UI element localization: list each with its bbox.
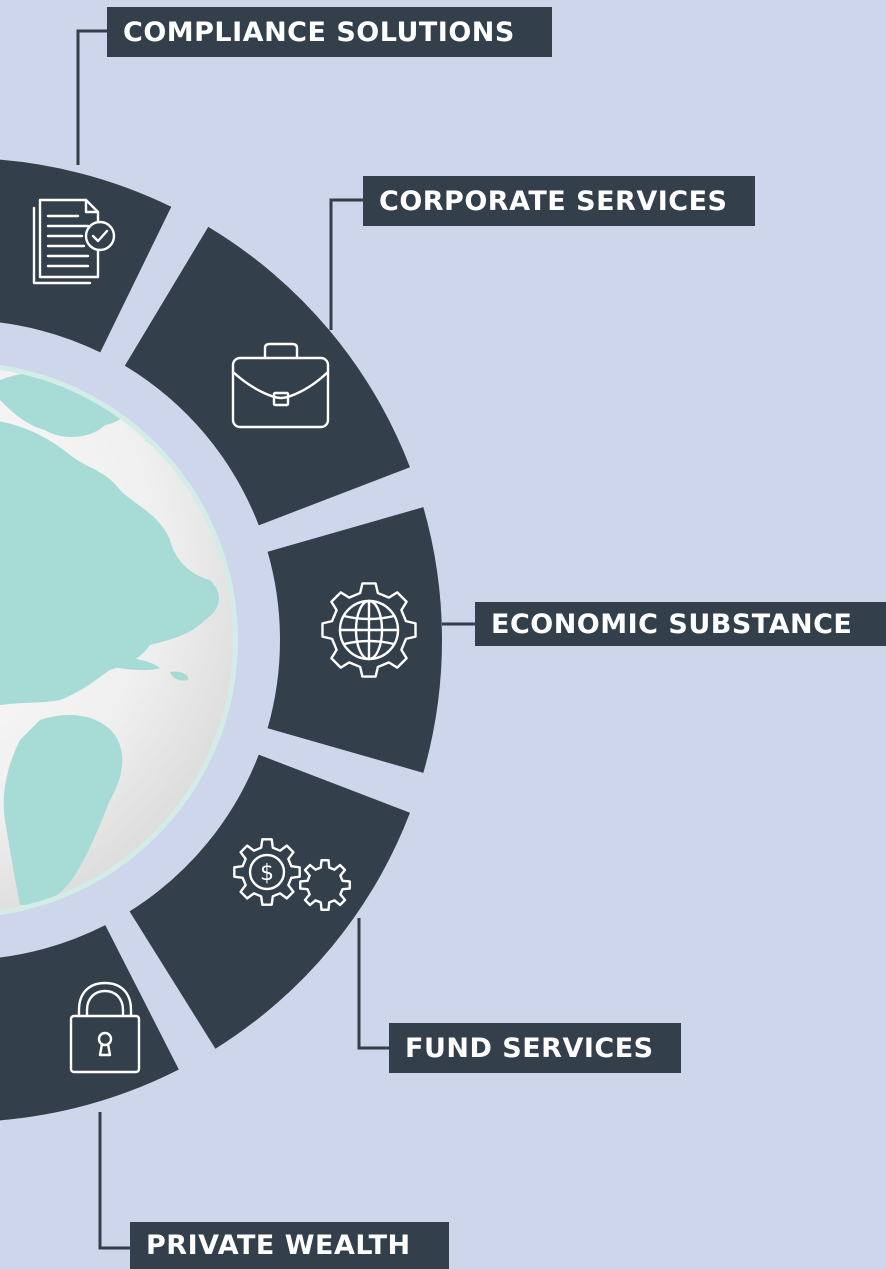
label-compliance-solutions: COMPLIANCE SOLUTIONS <box>107 7 552 57</box>
briefcase-icon <box>231 342 330 429</box>
connector-corporate <box>329 198 365 330</box>
padlock-icon <box>69 981 141 1074</box>
segment-private <box>0 925 179 1121</box>
label-corporate-services: CORPORATE SERVICES <box>363 176 755 226</box>
connector-fund <box>357 918 391 1050</box>
document-check-icon <box>32 198 116 285</box>
service-ring <box>0 159 442 1121</box>
segment-corporate <box>124 226 410 526</box>
connector-private <box>98 1112 132 1250</box>
label-economic-substance: ECONOMIC SUBSTANCE <box>475 602 886 646</box>
gear-globe-icon <box>321 582 417 678</box>
segment-fund <box>129 754 410 1049</box>
svg-text:$: $ <box>260 861 274 886</box>
globe <box>0 364 238 916</box>
segment-economic <box>267 507 442 773</box>
label-fund-services: FUND SERVICES <box>389 1023 681 1073</box>
gears-dollar-icon: $ <box>233 838 351 911</box>
connector-lines <box>76 29 477 1250</box>
label-private-wealth: PRIVATE WEALTH <box>130 1222 449 1269</box>
connector-compliance <box>76 29 110 165</box>
